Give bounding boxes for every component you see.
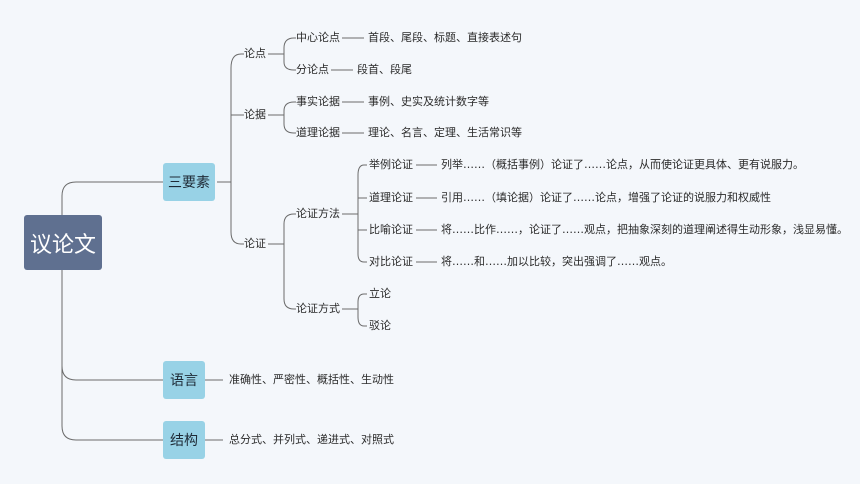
method-desc: 将……和……加以比较，突出强调了……观点。 (441, 255, 672, 268)
lundian-node: 论点 (244, 47, 266, 60)
sub-argument-desc: 段首、段尾 (357, 63, 412, 76)
center-argument-desc: 首段、尾段、标题、直接表述句 (368, 31, 522, 44)
root-node: 议论文 (24, 215, 102, 270)
lunju-node: 论据 (244, 108, 266, 121)
reason-evidence-node: 道理论据 (296, 126, 340, 139)
method-label: 比喻论证 (369, 223, 413, 236)
lunzheng-node: 论证 (244, 237, 266, 250)
language-desc: 准确性、严密性、概括性、生动性 (229, 373, 394, 386)
method-label: 对比论证 (369, 255, 413, 268)
sub-argument-node: 分论点 (296, 63, 329, 76)
structure-node: 结构 (163, 421, 205, 459)
language-node: 语言 (163, 361, 205, 399)
structure-desc: 总分式、并列式、递进式、对照式 (229, 433, 394, 446)
method-desc: 引用……（填论据）论证了……论点，增强了论证的说服力和权威性 (441, 191, 771, 204)
way-item: 立论 (369, 287, 391, 300)
ways-node: 论证方式 (296, 302, 340, 315)
way-item: 驳论 (369, 319, 391, 332)
method-desc: 将……比作……，论证了……观点，把抽象深刻的道理阐述得生动形象，浅显易懂。 (441, 223, 848, 236)
method-label: 举例论证 (369, 158, 413, 171)
method-label: 道理论证 (369, 191, 413, 204)
elements-node: 三要素 (163, 163, 215, 201)
fact-evidence-desc: 事例、史实及统计数字等 (368, 95, 489, 108)
fact-evidence-node: 事实论据 (296, 95, 340, 108)
reason-evidence-desc: 理论、名言、定理、生活常识等 (368, 126, 522, 139)
center-argument-node: 中心论点 (296, 31, 340, 44)
method-desc: 列举……（概括事例）论证了……论点，从而使论证更具体、更有说服力。 (441, 158, 804, 171)
methods-node: 论证方法 (296, 207, 340, 220)
